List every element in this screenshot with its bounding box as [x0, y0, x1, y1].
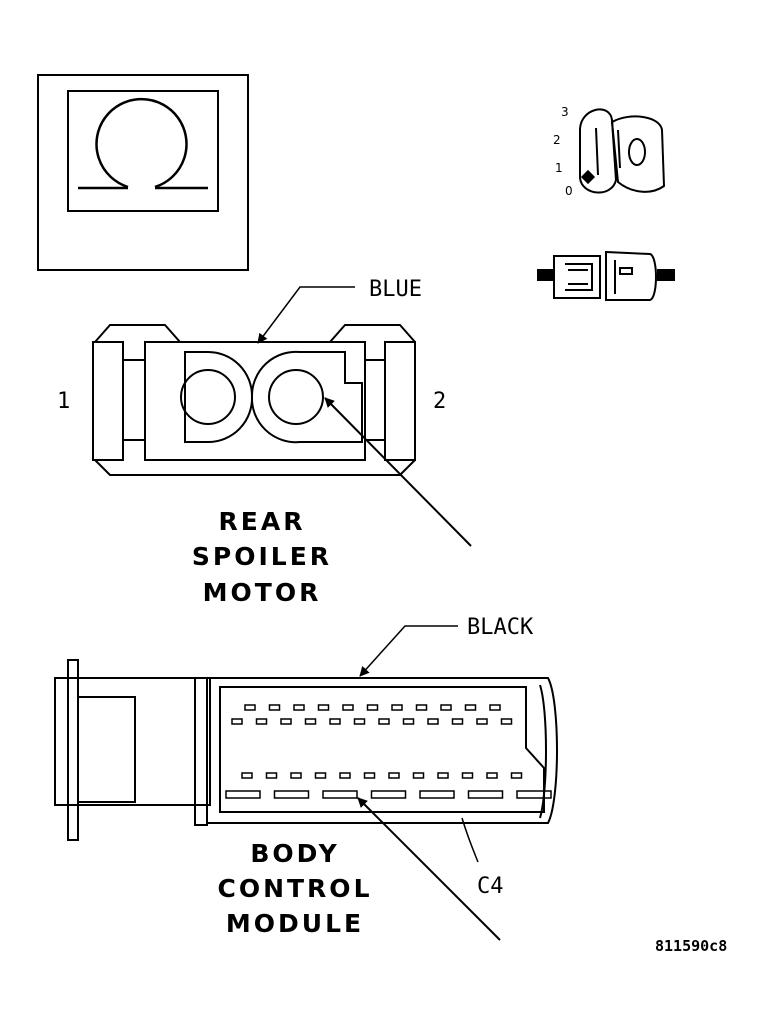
bcm-cavity — [486, 772, 498, 779]
spoiler-pin-2-label: 2 — [433, 389, 446, 414]
bcm-cavity — [489, 704, 501, 711]
bcm-cavity — [402, 718, 415, 725]
bcm-cavity — [244, 704, 256, 711]
connector-pair-icon — [537, 250, 675, 301]
bcm-name-line-2: CONTROL — [217, 874, 372, 903]
bcm-cavity — [451, 718, 464, 725]
bcm-cavity — [476, 718, 488, 725]
bcm-cavity — [225, 790, 261, 799]
bcm-cavity — [363, 772, 376, 779]
spoiler-color-leader — [257, 286, 355, 344]
bcm-cavity — [322, 790, 358, 799]
bcm-cavity — [378, 718, 390, 725]
ignition-key-icon: 3 2 1 0 — [553, 105, 666, 198]
spoiler-pin-arrow — [324, 397, 472, 547]
bcm-cavity — [440, 704, 452, 711]
bcm-connector-id: C4 — [477, 874, 504, 899]
bcm-cavity — [273, 790, 310, 799]
spoiler-pin-1-label: 1 — [57, 389, 70, 414]
figure-id: 811590c8 — [655, 937, 727, 955]
spoiler-connector — [92, 324, 416, 476]
bcm-cavity — [366, 704, 379, 711]
bcm-cavity — [293, 704, 305, 711]
bcm-cavity — [391, 704, 403, 711]
bcm-cavity — [500, 718, 513, 725]
bcm-cavity — [427, 718, 439, 725]
bcm-cavity — [342, 704, 354, 711]
bcm-name-line-3: MODULE — [226, 909, 364, 938]
ignition-position-1: 1 — [555, 161, 563, 175]
bcm-pin-arrow — [357, 797, 501, 941]
bcm-cavity — [241, 772, 253, 779]
bcm-cavity — [304, 718, 317, 725]
bcm-cavity — [437, 772, 449, 779]
spoiler-name-line-1: REAR — [219, 507, 306, 536]
bcm-cavity — [370, 790, 407, 799]
bcm-color-leader — [359, 625, 458, 677]
bcm-name-line-1: BODY — [250, 839, 339, 868]
bcm-cavity — [388, 772, 400, 779]
bcm-cavity — [510, 772, 523, 779]
bcm-cavity — [265, 772, 278, 779]
bcm-cavity — [516, 790, 552, 799]
spoiler-connector-color-label: BLUE — [369, 277, 422, 302]
bcm-cavity — [290, 772, 302, 779]
bcm-cavity — [231, 718, 243, 725]
bcm-cavity — [467, 790, 504, 799]
ignition-position-0: 0 — [565, 184, 573, 198]
ignition-position-3: 3 — [561, 105, 569, 119]
ignition-position-2: 2 — [553, 133, 561, 147]
bcm-cavity-grid — [225, 704, 552, 799]
bcm-cavity — [280, 718, 292, 725]
bcm-connector-id-leader — [461, 817, 479, 863]
spoiler-name-line-3: MOTOR — [203, 578, 322, 607]
bcm-cavity — [314, 772, 327, 779]
bcm-cavity — [464, 704, 477, 711]
bcm-cavity — [339, 772, 351, 779]
bcm-cavity — [255, 718, 268, 725]
bcm-connector-color-label: BLACK — [467, 615, 534, 640]
bcm-connector — [54, 659, 558, 841]
ohmmeter-icon — [37, 74, 249, 271]
bcm-cavity — [317, 704, 330, 711]
bcm-cavity — [461, 772, 474, 779]
bcm-cavity — [329, 718, 341, 725]
bcm-cavity — [412, 772, 425, 779]
bcm-cavity — [415, 704, 428, 711]
spoiler-name-line-2: SPOILER — [192, 542, 332, 571]
bcm-cavity — [268, 704, 281, 711]
bcm-cavity — [353, 718, 366, 725]
bcm-cavity — [419, 790, 455, 799]
